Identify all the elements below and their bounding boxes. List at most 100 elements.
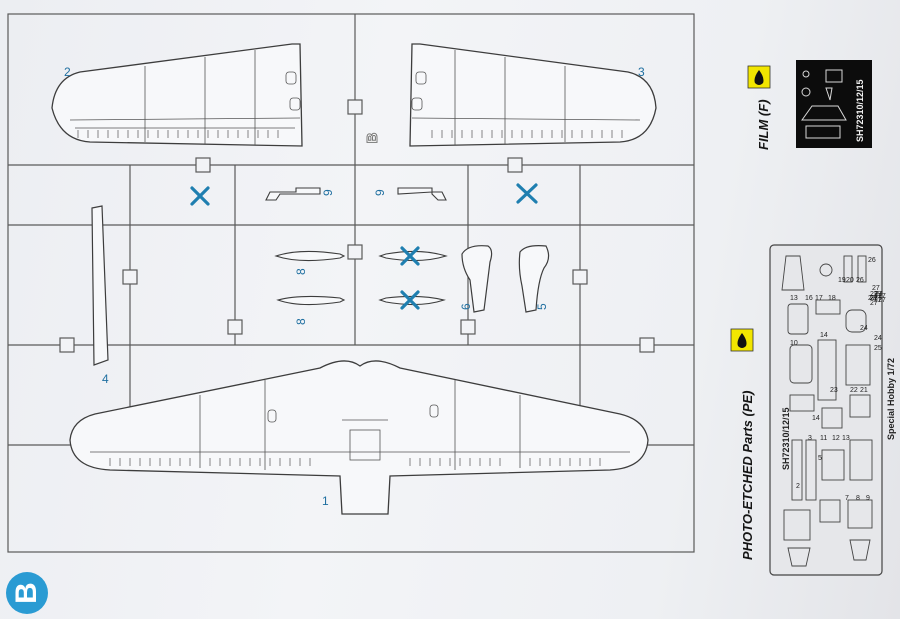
film-code: SH72310/12/15 — [855, 79, 865, 142]
pe-part-number: 27 — [870, 295, 878, 302]
pe-part-number: 27 — [872, 285, 880, 292]
pe-part-number: 27 — [870, 295, 878, 302]
part-2-wing-left — [51, 43, 303, 147]
pe-part-number: 19 — [838, 277, 846, 284]
pe-part-number: 27 — [870, 295, 878, 302]
pe-part-number: 27 — [870, 295, 878, 302]
pe-part-number: 27 — [878, 293, 886, 300]
pe-part-number: 2 — [796, 483, 800, 490]
pe-part-number: 21 — [860, 387, 868, 394]
pe-part-number: 27 — [870, 295, 878, 302]
sprue-letter-b: B — [364, 132, 382, 144]
unused-part-x-icon — [400, 290, 420, 310]
pe-part-number: 23 — [830, 387, 838, 394]
pe-part-number: 27 — [870, 295, 878, 302]
part-number: 5 — [535, 303, 549, 310]
photo-etched-title: PHOTO-ETCHED Parts (PE) — [740, 390, 755, 560]
pe-part-number: 27 — [874, 291, 882, 298]
pe-part-number: 27 — [870, 295, 878, 302]
pe-part-number: 27 — [870, 295, 878, 302]
pe-part-number: 27 — [870, 295, 878, 302]
part-number: 8 — [294, 268, 308, 275]
pe-part-number: 27 — [870, 295, 878, 302]
unused-part-x-icon — [516, 183, 538, 204]
pe-part-number: 27 — [870, 295, 878, 302]
pe-part-number: 27 — [870, 295, 878, 302]
pe-part-number: 27 — [870, 295, 878, 302]
unused-part-x-icon — [190, 186, 210, 206]
pe-part-number: 27 — [870, 295, 878, 302]
pe-part-number: 22 — [850, 387, 858, 394]
pe-part-number: 27 — [870, 295, 878, 302]
pe-part-number: 27 — [870, 295, 878, 302]
part-1-center-wing — [69, 360, 649, 515]
part-9-bracket-right — [397, 187, 447, 201]
pe-part-number: 27 — [870, 295, 878, 302]
pe-part-number: 27 — [870, 295, 878, 302]
pe-part-number: 27 — [875, 291, 883, 298]
pe-fret-brand: Special Hobby 1/72 — [886, 357, 896, 440]
pe-part-number: 27 — [870, 295, 878, 302]
pe-part-number: 27 — [870, 295, 878, 302]
pe-part-number: 27 — [870, 295, 878, 302]
pe-part-number: 27 — [874, 293, 882, 300]
part-3-wing-right — [409, 43, 657, 147]
pe-part-number: 27 — [870, 295, 878, 302]
pe-part-number: 14 — [820, 332, 828, 339]
pe-fret: 13 10 14 16 17 18 19 20 26 26 27 24 22 2… — [769, 244, 886, 576]
pe-part-number: 27 — [870, 295, 878, 302]
pe-part-number: 27 — [878, 297, 886, 304]
pe-part-number: 27 — [870, 295, 878, 302]
pe-part-number: 27 — [870, 295, 878, 302]
film-sheet — [796, 60, 872, 148]
pe-part-number: 27 — [870, 295, 878, 302]
pe-part-number: 27 — [868, 295, 876, 302]
pe-part-number: 27 — [870, 295, 878, 302]
pe-part-number: 27 — [870, 295, 878, 302]
pe-part-number: 26 — [868, 257, 876, 264]
pe-part-number: 12 — [832, 435, 840, 442]
pe-part-number: 27 — [870, 295, 878, 302]
pe-part-number: 27 — [870, 295, 878, 302]
pe-part-number: 27 — [870, 295, 878, 302]
pe-part-number: 24 — [860, 325, 868, 332]
pe-part-number: 27 — [870, 295, 878, 302]
pe-part-number: 27 — [870, 295, 878, 302]
pe-part-number: 27 — [870, 295, 878, 302]
part-4-strip — [91, 205, 109, 366]
pe-part-number: 27 — [870, 295, 878, 302]
pe-part-number: 9 — [866, 495, 870, 502]
pe-part-number: 27 — [870, 295, 878, 302]
part-8-tank-top — [274, 250, 346, 262]
pe-part-number: 27 — [870, 295, 878, 302]
pe-part-number: 27 — [870, 295, 878, 302]
part-number: 4 — [102, 372, 109, 386]
pe-part-number: 27 — [870, 295, 878, 302]
pe-part-number: 27 — [870, 300, 878, 307]
unused-tank-top — [378, 250, 448, 262]
pe-part-number: 27 — [870, 295, 878, 302]
pe-part-number: 27 — [870, 295, 878, 302]
pe-part-number: 27 — [870, 295, 878, 302]
pe-part-number: 27 — [870, 295, 878, 302]
pe-part-number: 27 — [870, 295, 878, 302]
pe-part-number: 27 — [870, 295, 878, 302]
pe-part-number: 13 — [790, 295, 798, 302]
pe-part-number: 27 — [870, 295, 878, 302]
pe-part-number: 27 — [870, 295, 878, 302]
pe-part-number: 26 — [856, 277, 864, 284]
pe-part-number: 7 — [845, 495, 849, 502]
paint-drop-icon — [730, 328, 754, 352]
paint-drop-icon — [747, 65, 771, 89]
pe-part-number: 27 — [870, 295, 878, 302]
pe-part-number: 27 — [870, 295, 878, 302]
pe-part-number: 27 — [870, 295, 878, 302]
pe-part-number: 13 — [842, 435, 850, 442]
pe-part-number: 27 — [870, 291, 878, 298]
pe-part-number: 3 — [808, 435, 812, 442]
pe-part-number: 27 — [870, 295, 878, 302]
pe-part-number: 16 — [805, 295, 813, 302]
pe-part-number: 27 — [870, 295, 878, 302]
